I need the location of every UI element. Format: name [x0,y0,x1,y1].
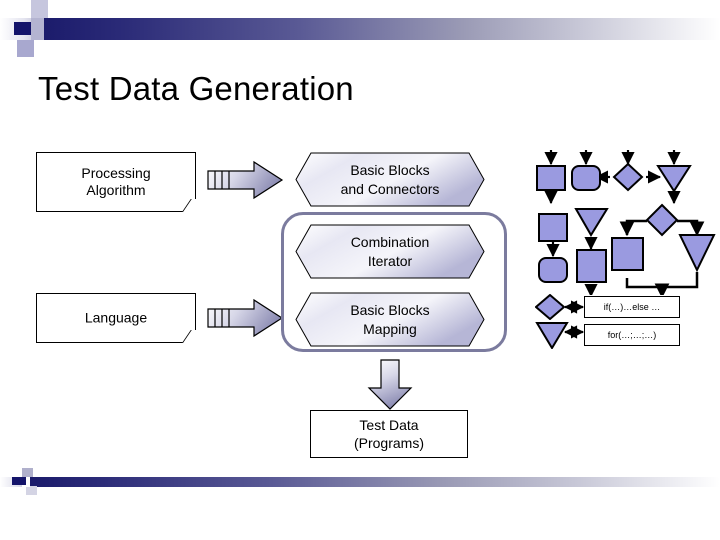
input-box-language-label: Language [37,310,195,327]
bottom-decoration-square-pale-2 [26,486,37,495]
label-line-1: Language [84,309,148,326]
input-box-processing-algorithm-label: Processing Algorithm [37,165,195,199]
rounded-square-node [571,165,601,191]
top-decoration-square-pale-2 [31,18,44,40]
page-title: Test Data Generation [38,70,354,107]
down-block-arrow [367,359,413,411]
legend-label-for: for(…;…;…) [584,324,680,346]
input-box-processing-algorithm: Processing Algorithm [36,152,205,212]
square-node [538,213,568,242]
label-line-2: Algorithm [86,182,146,198]
triangle-down-icon [535,322,569,349]
bottom-decoration-square-white [22,477,30,487]
triangle-down-node [574,208,609,237]
loop-chain-rounded-node [577,290,609,291]
input-box-language: Language [36,293,205,343]
bottom-decoration-square-pale-1 [22,468,33,477]
bottom-gradient-bar [30,477,720,487]
triangle-down-node [678,234,716,273]
process-block-label: Basic Blocks Mapping [295,301,485,339]
top-decoration-square-white [14,0,31,18]
process-block-basic-blocks-and-connectors: Basic Blocks and Connectors [295,152,485,207]
output-box-label: Test Data (Programs) [311,416,467,452]
process-block-basic-blocks-mapping: Basic Blocks Mapping [295,292,485,347]
legend-label-if-else: if(…)…else … [584,296,680,318]
output-box-test-data: Test Data (Programs) [310,410,468,458]
legend-text: if(…)…else … [603,302,661,312]
folded-corner-icon [182,199,205,212]
diamond-icon [535,294,566,320]
top-decoration-square-dark [14,22,31,35]
grouping-container [281,212,507,352]
legend-row-if-else [535,294,585,320]
top-decoration-square-pale-1 [31,0,48,18]
bottom-decoration-square-dark [12,477,26,485]
diamond-node [612,162,644,192]
rounded-square-node [538,257,568,283]
top-decoration-square-pale-3 [17,40,34,57]
label-line-1: Processing [81,165,151,181]
top-gradient-bar [42,18,720,40]
label-line-1: Basic Blocks [350,301,430,318]
square-node [576,249,607,283]
square-node [536,165,566,191]
process-block-combination-iterator: Combination Iterator [295,224,485,279]
label-line-1: Basic Blocks [350,161,430,178]
striped-right-arrow-2 [206,298,286,338]
flowchart-legend-symbols [524,145,720,295]
folded-corner-icon [182,330,205,343]
label-line-2: (Programs) [353,435,424,451]
process-block-label: Combination Iterator [295,233,485,271]
triangle-down-node [656,165,692,193]
label-line-2: Mapping [363,320,417,337]
square-node [611,237,644,271]
process-block-label: Basic Blocks and Connectors [295,161,485,199]
label-line-2: Iterator [367,252,413,269]
legend-text: for(…;…;…) [607,330,657,340]
diamond-node [645,203,679,237]
legend-row-for [535,321,585,349]
striped-right-arrow-1 [206,160,286,200]
label-line-2: and Connectors [340,180,440,197]
label-line-1: Test Data [359,417,419,433]
label-line-1: Combination [350,233,430,250]
